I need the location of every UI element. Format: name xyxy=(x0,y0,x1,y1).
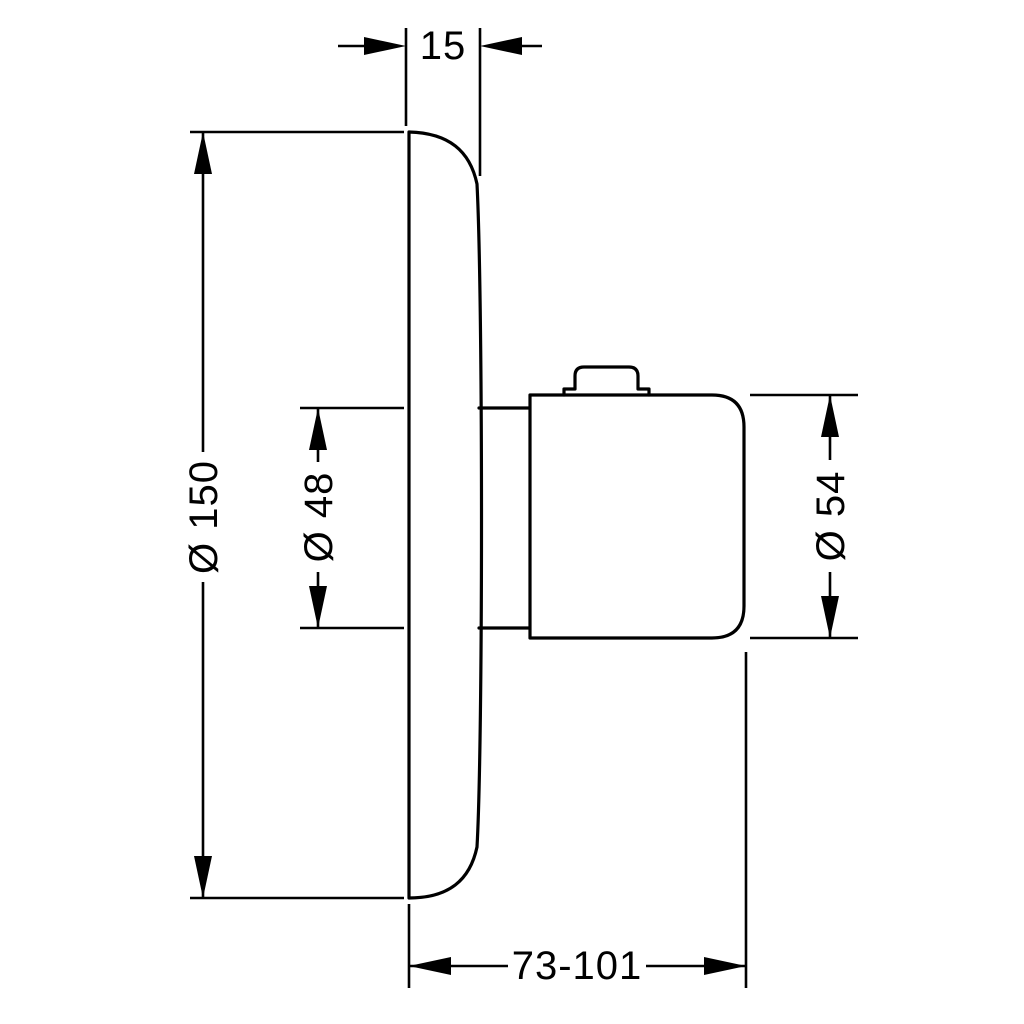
dim-label-handle-diameter: Ø 54 xyxy=(809,471,853,562)
arrowhead-up xyxy=(309,408,327,450)
dim-label-depth-range: 73-101 xyxy=(512,944,643,988)
arrowhead-left xyxy=(480,37,522,55)
dim-label-inner-diameter: Ø 48 xyxy=(297,472,341,563)
arrowhead-up xyxy=(194,132,212,174)
valve-trim-side-view xyxy=(407,130,746,900)
dimension-depth-range: 73-101 xyxy=(407,652,748,988)
dim-label-plate-diameter: Ø 150 xyxy=(182,460,226,574)
dimension-plate-diameter: Ø 150 xyxy=(182,130,404,900)
handle-body xyxy=(528,393,746,640)
arrowhead-right xyxy=(704,957,746,975)
arrowhead-down xyxy=(194,856,212,898)
arrowhead-right xyxy=(364,37,406,55)
arrowhead-left xyxy=(409,957,451,975)
arrowhead-down xyxy=(821,596,839,638)
dimension-inner-diameter: Ø 48 xyxy=(297,406,404,630)
arrowhead-up xyxy=(821,395,839,437)
handle-top-tab xyxy=(562,365,651,397)
dimension-handle-diameter: Ø 54 xyxy=(750,393,858,640)
arrowhead-down xyxy=(309,586,327,628)
dimension-plate-thickness: 15 xyxy=(338,24,542,176)
dim-label-plate-thickness: 15 xyxy=(420,24,467,68)
handle-stem xyxy=(477,406,534,630)
escutcheon-plate xyxy=(407,130,484,900)
